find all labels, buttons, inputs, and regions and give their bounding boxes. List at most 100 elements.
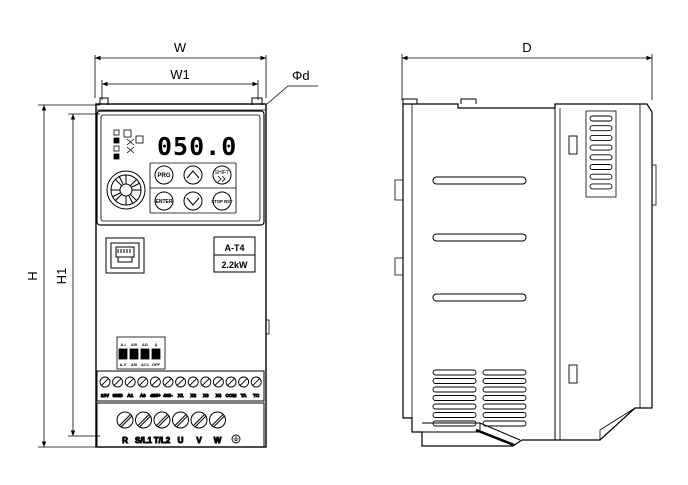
side-clip (568, 135, 578, 155)
control-terminal-label: 10V (101, 393, 110, 398)
rear-vent-column (589, 115, 613, 190)
control-terminal-label: GND (112, 393, 123, 398)
control-terminal-screw (99, 376, 111, 388)
model-label-box: A-T4 2.2kW (213, 236, 256, 273)
control-terminal-label: A0 (140, 393, 146, 398)
keypad-panel (96, 110, 265, 226)
control-terminal-screw (162, 376, 174, 388)
dip-switch-block[interactable] (116, 336, 166, 370)
model-name: A-T4 (225, 243, 245, 253)
dip-bottom-label: AI0 (131, 362, 138, 367)
prg-key[interactable]: PRG (154, 165, 174, 185)
dimension-lines-front (38, 54, 653, 448)
lower-vent-slot (432, 395, 477, 401)
frequency-display: 050.0 (157, 132, 237, 161)
dim-label-d: D (522, 40, 531, 55)
control-terminal-screw (225, 376, 237, 388)
dim-label-h: H (25, 271, 40, 280)
front-view: 050.0 PRG SHIFT (95, 97, 270, 448)
power-terminal-screw (172, 411, 189, 429)
dip-top-label: AI0 (131, 342, 138, 347)
control-terminal-label: TA (241, 393, 247, 398)
dip-top-label: A-I (120, 342, 125, 347)
control-terminal-label: 485+ (150, 393, 161, 398)
dim-label-phi-d: Φd (292, 68, 310, 83)
dim-label-h1: H1 (54, 268, 69, 285)
ground-icon (231, 434, 241, 444)
control-terminal-label: 485- (163, 393, 173, 398)
lower-vent-slot (482, 412, 527, 418)
control-terminal-label: COM (226, 393, 237, 398)
stop-reset-key[interactable]: STOP RST (211, 191, 233, 211)
power-terminal-label: V (196, 436, 202, 445)
power-rating: 2.2kW (221, 260, 248, 270)
rear-vent-slot (589, 164, 613, 170)
power-terminal-label: R (122, 436, 128, 445)
dip-top-label: ⏚ (154, 341, 158, 347)
dip-bottom-label: AC1 (141, 362, 150, 367)
lower-vent-slot (482, 403, 527, 410)
power-terminal-screw (209, 411, 226, 429)
rear-vent-slot (589, 115, 613, 122)
arrow-up-icon (186, 170, 200, 179)
control-terminal-screw (200, 376, 212, 388)
side-view (394, 98, 657, 447)
rear-vent-slot (589, 183, 613, 190)
enter-key[interactable]: ENTER (154, 191, 174, 211)
side-vent-slot (432, 293, 527, 302)
dip-bottom-label: A-V (120, 362, 127, 367)
power-terminal-screw (135, 411, 152, 429)
control-terminal-screw (175, 376, 187, 388)
power-terminal-screws (116, 411, 226, 429)
side-housing-outline (402, 103, 653, 447)
control-terminal-label: TC (253, 393, 260, 398)
double-chevron-right-icon (217, 175, 226, 183)
power-terminal-label: U (178, 436, 184, 445)
control-terminal-screw (187, 376, 199, 388)
power-terminal-label: T/L2 (154, 436, 171, 445)
power-terminal-screw (190, 411, 208, 429)
lower-vent-slot (432, 420, 477, 427)
lower-vent-slot (482, 395, 527, 401)
stop-reset-key-label: STOP RST (211, 199, 233, 204)
shift-key-label: SHIFT (215, 170, 229, 176)
control-terminal-label: X1 (178, 393, 184, 398)
lower-vent-slot (482, 420, 527, 427)
shift-key[interactable]: SHIFT (212, 165, 232, 185)
down-key[interactable] (183, 191, 203, 211)
control-terminal-screw (149, 376, 161, 388)
rear-vent-slot (589, 154, 613, 161)
power-terminal-screw (116, 411, 134, 429)
control-terminal-label: X4 (216, 393, 222, 398)
power-terminal-label: S/L1 (135, 436, 152, 445)
control-terminal-label: X2 (190, 393, 196, 398)
enter-key-label: ENTER (156, 199, 173, 205)
rear-vent-slot (589, 134, 613, 141)
control-terminal-screws (99, 376, 262, 388)
up-key[interactable] (183, 165, 203, 185)
power-terminal-block (96, 402, 265, 448)
rear-vent-slot (589, 144, 613, 151)
side-vent-slot (432, 233, 527, 242)
lower-vent-slot (482, 369, 527, 376)
control-terminal-block (96, 370, 265, 402)
dim-label-w1: W1 (170, 67, 190, 82)
lower-vent-slot (482, 378, 527, 384)
lower-vent-slot (432, 403, 477, 410)
dim-label-w: W (174, 40, 187, 55)
rj45-port (105, 237, 145, 274)
rear-vent-slot (589, 125, 613, 132)
side-clip (568, 364, 578, 384)
control-terminal-label: X3 (203, 393, 209, 398)
dip-bottom-label: OFF (152, 362, 161, 367)
control-terminal-screw (250, 376, 262, 388)
prg-key-label: PRG (157, 173, 170, 179)
rotary-knob[interactable] (106, 170, 146, 210)
lower-vent-slot (482, 386, 527, 393)
status-led-group (113, 129, 144, 160)
control-terminal-screw (124, 376, 136, 388)
lower-vent-grid (432, 369, 527, 427)
